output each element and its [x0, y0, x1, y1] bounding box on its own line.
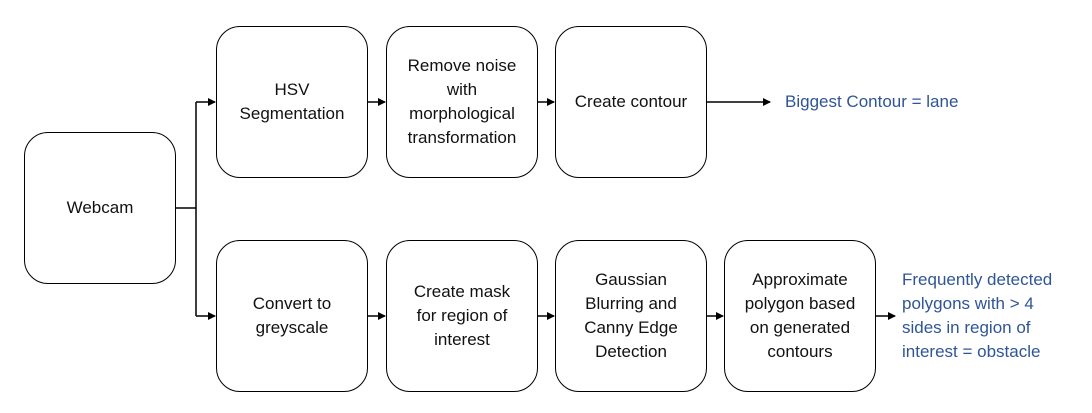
node-remove-noise: Remove noise with morphological transfor…	[386, 26, 538, 178]
node-gaussian-canny: Gaussian Blurring and Canny Edge Detecti…	[555, 240, 707, 392]
node-create-mask: Create mask for region of interest	[386, 240, 538, 392]
output-lane-label: Biggest Contour = lane	[785, 92, 959, 111]
node-create-contour: Create contour	[555, 26, 707, 178]
node-approximate-polygon: Approximate polygon based on generated c…	[724, 240, 876, 392]
node-webcam: Webcam	[24, 132, 176, 284]
node-convert-greyscale: Convert to greyscale	[216, 240, 368, 392]
output-obstacle-label: Frequently detected polygons with > 4 si…	[902, 270, 1053, 361]
node-hsv-segmentation: HSV Segmentation	[216, 26, 368, 178]
